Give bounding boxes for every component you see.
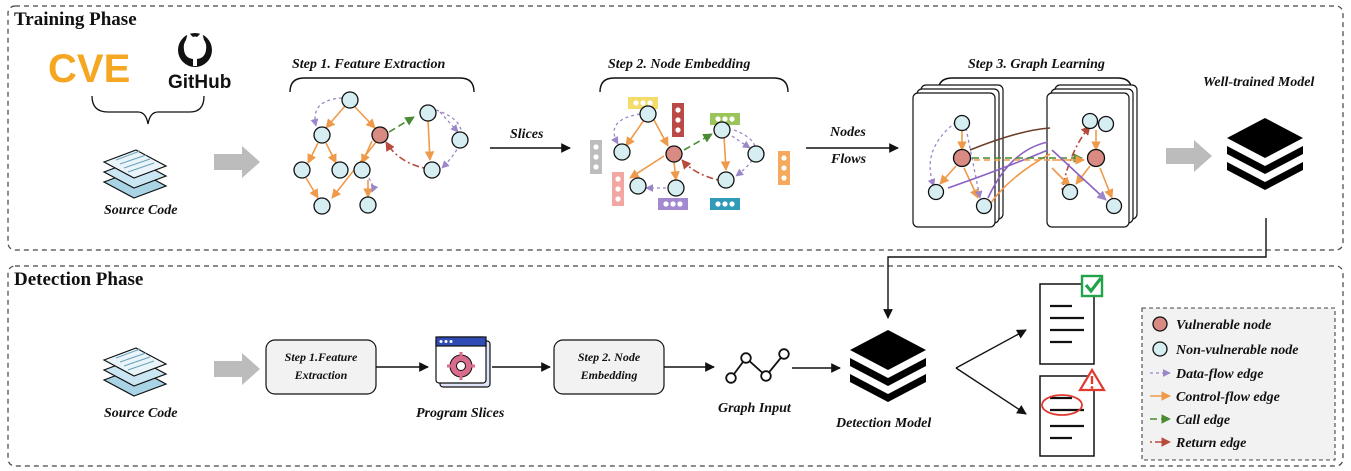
grey-arrow [214,146,260,178]
warning-icon [1078,367,1106,392]
node-embedding-line1: Step 2. Node [578,350,641,364]
legend: Vulnerable node Non-vulnerable node Data… [1150,316,1299,451]
detection-phase-frame [7,265,1344,467]
step1-label: Step 1. Feature Extraction [292,57,445,72]
training-phase-frame [7,5,1344,251]
feature-extraction-box [265,339,377,395]
grey-arrow [214,353,260,385]
legend-vulnerable-node-icon [1152,316,1168,332]
github-logo-text: GitHub [168,72,231,93]
training-phase-title: Training Phase [14,9,137,30]
legend-label: Call edge [1176,413,1230,428]
flows-label: Flows [830,152,867,167]
step1-brace [289,77,475,93]
step2-graph [590,97,790,210]
output-arrow [955,329,1027,369]
step3-label: Step 3. Graph Learning [968,57,1105,72]
check-badge-icon [1080,274,1104,298]
step3-graph-learning [912,84,1138,228]
legend-box [1141,307,1336,461]
legend-non-vulnerable-node-icon [1152,341,1168,357]
legend-label: Control-flow edge [1176,390,1280,405]
source-code-icon [103,347,167,397]
graph-input-label: Graph Input [718,401,792,416]
feature-extraction-line2: Extraction [294,368,348,382]
nodes-label: Nodes [829,125,866,140]
detection-model-label: Detection Model [835,416,931,431]
step2-brace [599,77,789,93]
feature-extraction-line1: Step 1.Feature [285,350,358,364]
logo-brace [91,95,205,125]
well-trained-model-icon [1227,118,1303,190]
step2-label: Step 2. Node Embedding [608,57,750,72]
program-slices-label: Program Slices [416,406,505,421]
legend-label: Non-vulnerable node [1175,343,1299,358]
source-code-label: Source Code [104,203,178,218]
node-embedding-line2: Embedding [580,368,638,382]
cve-logo: CVE [48,47,130,91]
output-arrow [955,367,1027,415]
detection-phase-title: Detection Phase [14,269,143,290]
legend-label: Data-flow edge [1175,367,1263,382]
grey-arrow [1166,140,1212,172]
slices-label: Slices [510,127,544,142]
legend-label: Vulnerable node [1176,318,1271,333]
source-code-label: Source Code [104,406,178,421]
benign-document-icon [1039,283,1095,365]
source-code-icon [103,149,167,199]
step1-graph [293,91,469,215]
github-icon [178,32,212,67]
detection-model-icon [850,330,926,402]
program-slices-icon [435,336,491,388]
graph-input-icon [725,348,790,384]
model-transfer-arrow [883,218,1267,319]
vulnerable-document-icon [1039,375,1095,457]
legend-label: Return edge [1175,436,1246,451]
well-trained-model-label: Well-trained Model [1203,75,1314,90]
node-embedding-box [553,339,665,395]
